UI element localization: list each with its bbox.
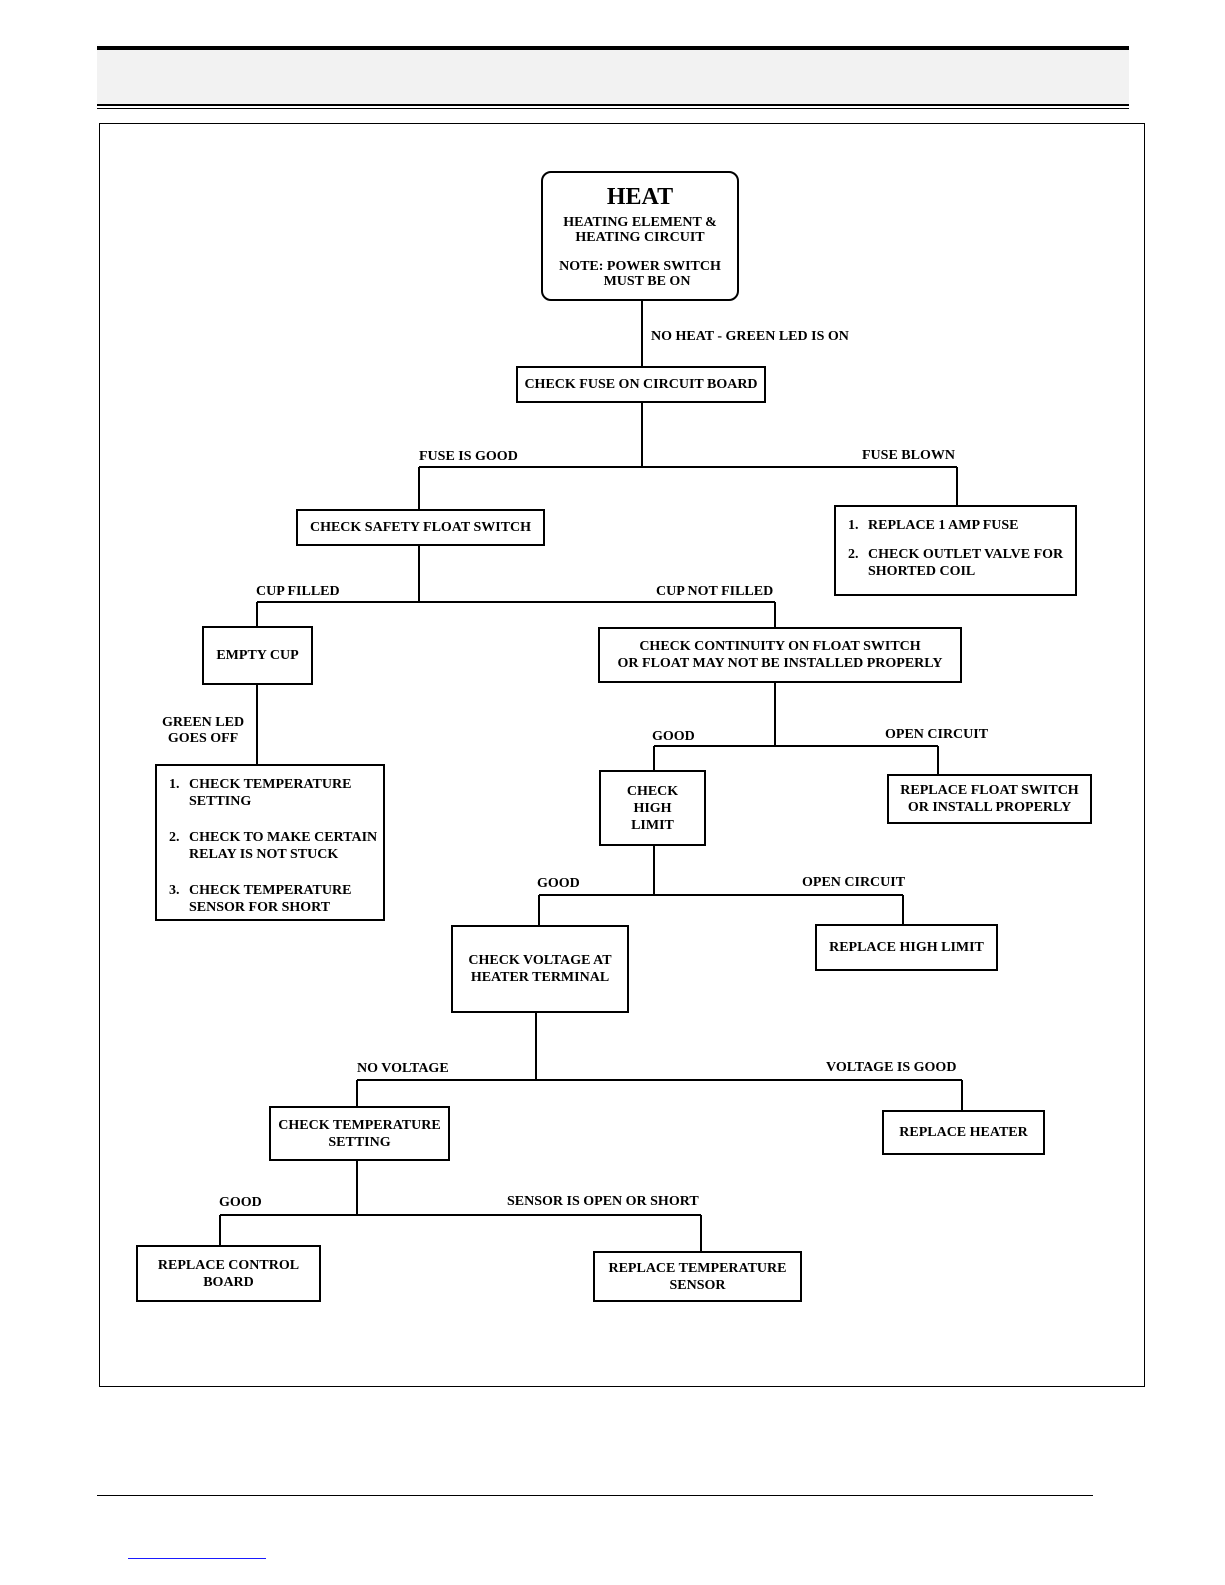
empty-cup-text: EMPTY CUP: [216, 648, 299, 663]
empty-cup-box: EMPTY CUP: [202, 626, 313, 685]
footer-link-underline: [128, 1558, 266, 1559]
list-item: 1. REPLACE 1 AMP FUSE: [848, 517, 1019, 534]
replace-control-board-box: REPLACE CONTROL BOARD: [136, 1245, 321, 1302]
list-text: REPLACE 1 AMP FUSE: [868, 518, 1019, 533]
green-led-actions-box: 1. CHECK TEMPERATURE SETTING 2. CHECK TO…: [155, 764, 385, 921]
check-safety-float-box: CHECK SAFETY FLOAT SWITCH: [296, 509, 545, 546]
list-text: CHECK TEMPERATURE SETTING: [189, 777, 352, 809]
header-rule-top: [97, 46, 1129, 50]
heat-root-node: HEAT HEATING ELEMENT & HEATING CIRCUIT N…: [541, 171, 739, 301]
heat-subtitle: HEATING ELEMENT & HEATING CIRCUIT: [563, 215, 717, 245]
replace-high-limit-box: REPLACE HIGH LIMIT: [815, 924, 998, 971]
label-good-high-limit: GOOD: [652, 729, 695, 744]
replace-temperature-sensor-box: REPLACE TEMPERATURE SENSOR: [593, 1251, 802, 1302]
label-no-heat: NO HEAT - GREEN LED IS ON: [651, 329, 849, 344]
heat-title: HEAT: [606, 184, 674, 210]
header-rule-bottom: [97, 104, 1129, 106]
label-no-voltage: NO VOLTAGE: [357, 1061, 449, 1076]
check-safety-float-text: CHECK SAFETY FLOAT SWITCH: [309, 520, 532, 535]
replace-control-board-text: REPLACE CONTROL BOARD: [157, 1257, 300, 1290]
check-high-limit-box: CHECK HIGH LIMIT: [599, 770, 706, 846]
footer-rule: [97, 1495, 1093, 1496]
check-high-limit-text: CHECK HIGH LIMIT: [626, 783, 679, 833]
check-temperature-setting-box: CHECK TEMPERATURE SETTING: [269, 1106, 450, 1161]
diagram-frame: [99, 123, 1145, 1387]
list-item: 2. CHECK TO MAKE CERTAIN RELAY IS NOT ST…: [169, 829, 377, 863]
list-text: CHECK OUTLET VALVE FOR SHORTED COIL: [868, 547, 1064, 579]
check-voltage-box: CHECK VOLTAGE AT HEATER TERMINAL: [451, 925, 629, 1013]
label-good-control-board: GOOD: [219, 1195, 262, 1210]
check-fuse-text: CHECK FUSE ON CIRCUIT BOARD: [524, 377, 758, 392]
heat-note: NOTE: POWER SWITCH MUST BE ON: [559, 259, 721, 289]
list-text: CHECK TO MAKE CERTAIN RELAY IS NOT STUCK: [189, 830, 378, 862]
check-voltage-text: CHECK VOLTAGE AT HEATER TERMINAL: [468, 953, 612, 985]
replace-temperature-sensor-text: REPLACE TEMPERATURE SENSOR: [608, 1260, 787, 1293]
label-open-circuit-high-limit: OPEN CIRCUIT: [802, 875, 906, 890]
list-item: 3. CHECK TEMPERATURE SENSOR FOR SHORT: [169, 882, 351, 916]
list-text: CHECK TEMPERATURE SENSOR FOR SHORT: [189, 883, 352, 915]
replace-heater-box: REPLACE HEATER: [882, 1110, 1045, 1155]
header-band: [97, 50, 1129, 104]
list-number: 2.: [169, 830, 180, 845]
label-open-circuit-float: OPEN CIRCUIT: [885, 727, 989, 742]
list-item: 1. CHECK TEMPERATURE SETTING: [169, 776, 351, 810]
list-number: 2.: [848, 547, 859, 562]
label-good-voltage: GOOD: [537, 876, 580, 891]
check-fuse-box: CHECK FUSE ON CIRCUIT BOARD: [516, 366, 766, 403]
label-sensor-open-short: SENSOR IS OPEN OR SHORT: [507, 1194, 699, 1209]
label-cup-filled: CUP FILLED: [256, 584, 340, 599]
check-temperature-setting-text: CHECK TEMPERATURE SETTING: [278, 1117, 441, 1150]
list-number: 1.: [169, 777, 180, 792]
label-fuse-good: FUSE IS GOOD: [419, 449, 518, 464]
label-fuse-blown: FUSE BLOWN: [862, 448, 955, 463]
fuse-blown-actions-box: 1. REPLACE 1 AMP FUSE 2. CHECK OUTLET VA…: [834, 505, 1077, 596]
list-item: 2. CHECK OUTLET VALVE FOR SHORTED COIL: [848, 546, 1063, 580]
check-continuity-text: CHECK CONTINUITY ON FLOAT SWITCH OR FLOA…: [617, 639, 943, 671]
list-number: 3.: [169, 883, 180, 898]
replace-float-switch-text: REPLACE FLOAT SWITCH OR INSTALL PROPERLY: [900, 783, 1079, 815]
header-rule-bottom-thin: [97, 108, 1129, 109]
check-continuity-box: CHECK CONTINUITY ON FLOAT SWITCH OR FLOA…: [598, 627, 962, 683]
label-cup-not-filled: CUP NOT FILLED: [656, 584, 774, 599]
replace-heater-text: REPLACE HEATER: [899, 1125, 1028, 1140]
replace-float-switch-box: REPLACE FLOAT SWITCH OR INSTALL PROPERLY: [887, 774, 1092, 824]
replace-high-limit-text: REPLACE HIGH LIMIT: [829, 940, 984, 955]
label-green-led-off: GREEN LED GOES OFF: [162, 715, 245, 746]
label-voltage-good: VOLTAGE IS GOOD: [826, 1060, 957, 1075]
list-number: 1.: [848, 518, 859, 533]
